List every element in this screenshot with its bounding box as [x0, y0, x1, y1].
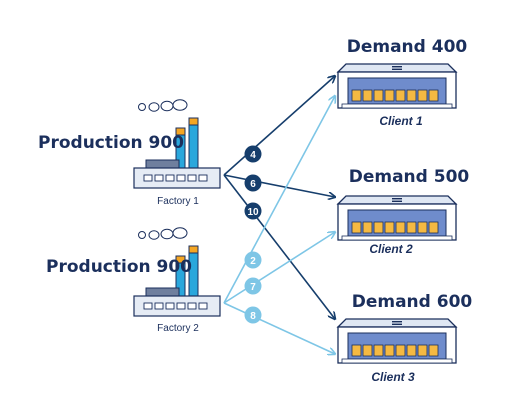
client-3-demand-label: Demand 600: [352, 292, 473, 312]
cost-badge-f2-c3: 8: [244, 306, 262, 324]
factory-2-name: Factory 2: [157, 323, 199, 334]
route-factory1-client1: [223, 76, 335, 176]
cost-badge-f2-c1: 2: [244, 251, 262, 269]
cost-value: 4: [250, 150, 256, 161]
cost-badge-f1-c1: 4: [244, 145, 262, 163]
cost-value: 6: [250, 179, 256, 190]
client-1-name: Client 1: [379, 114, 423, 128]
cost-badge-f2-c2: 7: [244, 277, 262, 295]
warehouse-icon: [337, 318, 457, 364]
route-factory2-client3: [223, 302, 335, 354]
client-1-demand-label: Demand 400: [347, 37, 468, 57]
cost-value: 7: [250, 282, 256, 293]
warehouse-icon: [337, 195, 457, 241]
factory-1-production-label: Production 900: [38, 133, 184, 153]
cost-badges: 4 6 10 2 7 8: [244, 145, 262, 324]
client-2-demand-label: Demand 500: [349, 167, 470, 187]
route-factory2-client2: [223, 232, 335, 304]
cost-badge-f1-c2: 6: [244, 174, 262, 192]
factory-2-production-label: Production 900: [46, 257, 192, 277]
client-2: Demand 500 Client 2: [337, 167, 470, 256]
route-factory1-client3: [223, 174, 335, 319]
warehouse-icon: [337, 63, 457, 109]
cost-value: 2: [250, 256, 256, 267]
factory-1: Production 900 Factory 1: [38, 99, 221, 207]
cost-value: 10: [247, 207, 259, 218]
route-factory1-client2: [223, 174, 335, 197]
cost-value: 8: [250, 311, 256, 322]
factory-2: Production 900 Factory 2: [46, 227, 221, 334]
cost-badge-f1-c3: 10: [244, 202, 262, 220]
route-factory2-client1: [223, 96, 335, 304]
client-3: Demand 600 Client 3: [337, 292, 473, 384]
client-1: Demand 400 Client 1: [337, 37, 468, 128]
client-3-name: Client 3: [371, 370, 415, 384]
client-2-name: Client 2: [369, 242, 413, 256]
factory-1-name: Factory 1: [157, 196, 199, 207]
routes: [223, 76, 335, 354]
